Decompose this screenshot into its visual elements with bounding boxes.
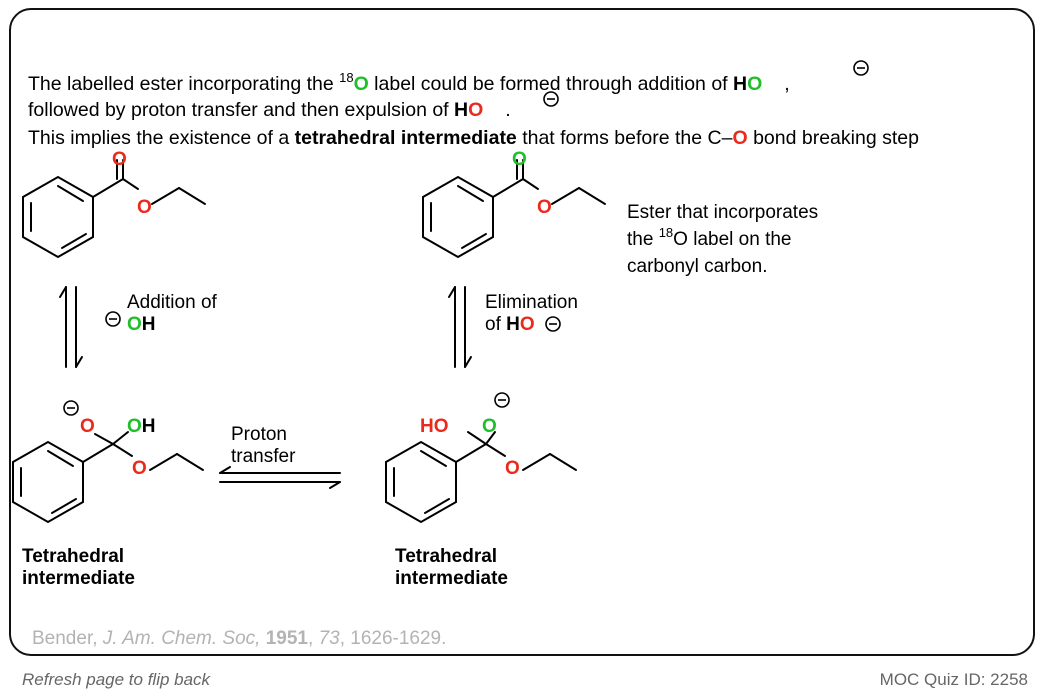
right-intermediate-label-2: intermediate (395, 568, 508, 589)
quiz-card (9, 8, 1035, 656)
minus-charge-icon (853, 60, 869, 76)
int-right-anion-o: O (482, 416, 497, 437)
right-intermediate-label-1: Tetrahedral (395, 546, 498, 567)
int-left-oh: OH (127, 416, 156, 437)
minus-charge-icon (543, 91, 559, 107)
int-left-ether-o: O (132, 458, 147, 479)
note-line-3: carbonyl carbon. (627, 256, 768, 277)
int-left-anion-o: O (80, 416, 95, 437)
ester-left-carbonyl-o: O (112, 149, 127, 170)
elimination-ho-label: of HO (485, 314, 535, 335)
ester-right-carbonyl-o: O (512, 149, 527, 170)
ester-left-ether-o: O (137, 197, 152, 218)
intro-line-3: This implies the existence of a tetrahed… (28, 127, 919, 149)
refresh-hint: Refresh page to flip back (22, 670, 211, 689)
ester-right-ether-o: O (537, 197, 552, 218)
addition-oh-label: OH (127, 314, 156, 335)
minus-charge-icon (63, 400, 79, 416)
quiz-id: MOC Quiz ID: 2258 (879, 670, 1028, 689)
citation: Bender, J. Am. Chem. Soc, 1951, 73, 1626… (32, 628, 447, 649)
proton-label-1: Proton (231, 424, 287, 445)
minus-charge-icon (494, 392, 510, 408)
minus-charge-icon (545, 316, 561, 332)
proton-label-2: transfer (231, 446, 296, 467)
note-line-2: the 18O label on the (627, 225, 792, 250)
left-intermediate-label-2: intermediate (22, 568, 135, 589)
addition-label: Addition of (127, 292, 217, 313)
intermediate-structure-left (12, 431, 204, 524)
charge-icons (63, 60, 869, 416)
intro-line-1: The labelled ester incorporating the 18O… (28, 70, 790, 95)
left-intermediate-label-1: Tetrahedral (22, 546, 125, 567)
minus-charge-icon (105, 311, 121, 327)
ester-structure-right (422, 159, 606, 259)
intro-line-2: followed by proton transfer and then exp… (28, 99, 511, 121)
int-right-ho: HO (420, 416, 449, 437)
equilibrium-arrow-right (448, 286, 472, 368)
note-line-1: Ester that incorporates (627, 202, 819, 223)
intermediate-structure-right (385, 431, 577, 524)
ester-structure-left (22, 159, 206, 259)
int-right-ether-o: O (505, 458, 520, 479)
equilibrium-arrow-left (59, 286, 83, 368)
elimination-label: Elimination (485, 292, 578, 313)
equilibrium-arrow-horizontal (219, 466, 341, 489)
